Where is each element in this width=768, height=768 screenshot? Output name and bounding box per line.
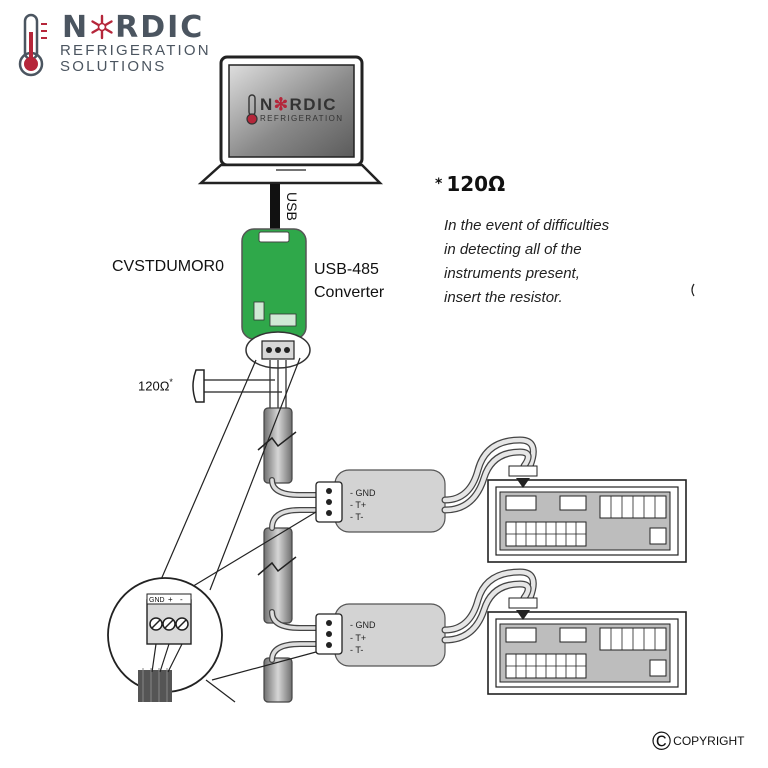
laptop (197, 55, 384, 185)
logo-word-rdic: RDIC (115, 10, 205, 45)
copyright-notice: © COPYRIGHT (652, 728, 745, 754)
zoom-label-plus: + (168, 595, 173, 604)
screen-logo-text: N✻RDIC (260, 95, 337, 114)
resistor-note-line-2: in detecting all of the (444, 241, 582, 258)
resistor-value-label: 120Ω* (138, 377, 173, 394)
logo-wordmark: N RDIC (62, 10, 204, 45)
snowflake-icon (89, 14, 115, 40)
converter-name-line2: Converter (314, 284, 385, 301)
logo-line-refrigeration: REFRIGERATION (60, 42, 211, 59)
usb-cable (270, 184, 280, 230)
resistor-120-ohm (192, 369, 282, 403)
resistor-note-heading: *120Ω (435, 172, 506, 196)
zoomed-terminal: GND + - (107, 577, 223, 702)
instrument-panel-2 (487, 597, 687, 695)
module1-label-gnd: - GND (350, 488, 376, 498)
module2-label-tminus: - T- (350, 645, 364, 655)
module2-label-gnd: - GND (350, 620, 376, 630)
resistor-note-line-4: insert the resistor. (444, 289, 563, 306)
logo-line-solutions: SOLUTIONS (60, 58, 167, 75)
zoom-label-gnd: GND (149, 597, 165, 604)
usb-cable-label: USB (284, 192, 300, 221)
resistor-note: In the event of difficulties in detectin… (444, 214, 664, 310)
laptop-screen (228, 64, 355, 158)
usb-485-converter (241, 228, 307, 340)
module1-label-tplus: - T+ (350, 500, 367, 510)
resistor-note-line-3: instruments present, (444, 265, 580, 282)
rs485-bus-cable (257, 407, 297, 703)
zoom-leader-lines (159, 357, 317, 703)
module2-label-tplus: - T+ (350, 633, 367, 643)
screen-logo-sub: REFRIGERATION (260, 114, 343, 123)
logo-word-n: N (62, 10, 90, 45)
copyright-text: COPYRIGHT (673, 734, 745, 748)
zoom-label-minus: - (180, 595, 183, 604)
controller-module-1 (315, 469, 446, 533)
screen-logo: N✻RDIC REFRIGERATION (246, 94, 343, 125)
converter-name-line1: USB-485 (314, 261, 379, 278)
thermometer-logo-icon (18, 13, 47, 77)
copyright-icon: © (652, 726, 672, 756)
converter-code-label: CVSTDUMOR0 (112, 258, 225, 275)
laptop-base (197, 163, 384, 185)
module1-label-tminus: - T- (350, 512, 364, 522)
instrument-panel-1 (487, 465, 687, 563)
resistor-note-line-1: In the event of difficulties (444, 217, 610, 234)
controller-module-2 (315, 603, 446, 667)
